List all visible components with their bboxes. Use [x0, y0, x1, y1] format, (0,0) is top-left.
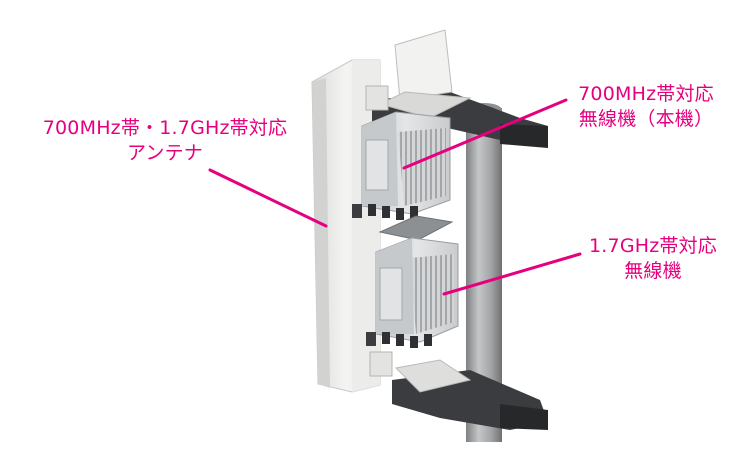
radio-unit-700mhz	[352, 111, 451, 220]
callout-lines	[208, 98, 582, 296]
radio-700mhz-label: 700MHz帯対応 無線機（本機）	[560, 82, 732, 132]
lower-mount-bracket	[369, 351, 548, 430]
antenna-label-line2: アンテナ	[126, 142, 204, 164]
radio-1-7ghz-label-line1: 1.7GHz帯対応	[589, 235, 717, 257]
upper-mount-bracket	[365, 29, 548, 148]
radio-700mhz-label-line1: 700MHz帯対応	[578, 83, 714, 105]
callout-line-antenna	[208, 168, 328, 228]
radio-unit-1-7ghz	[366, 237, 459, 348]
callout-line-radio-700	[402, 98, 568, 170]
antenna-label-line1: 700MHz帯・1.7GHz帯対応	[42, 117, 288, 139]
radio-1-7ghz-label-line2: 無線機	[624, 260, 682, 282]
shield-plate	[378, 215, 454, 241]
radio-700mhz-label-line2: 無線機（本機）	[578, 108, 714, 130]
antenna-label: 700MHz帯・1.7GHz帯対応 アンテナ	[34, 116, 296, 166]
callout-line-radio-17	[442, 252, 582, 296]
radio-1-7ghz-label: 1.7GHz帯対応 無線機	[578, 234, 728, 284]
